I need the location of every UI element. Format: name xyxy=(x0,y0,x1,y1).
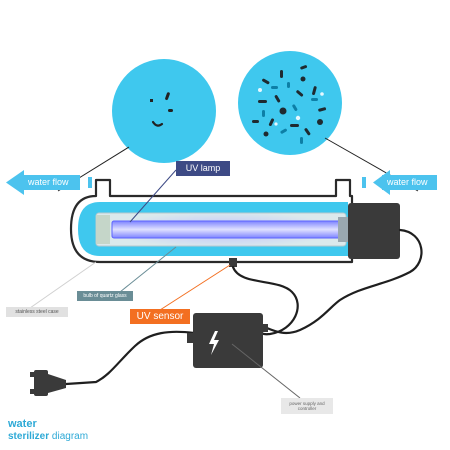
uv-lamp xyxy=(111,220,341,239)
power-plug-icon xyxy=(30,370,66,396)
label-pointers xyxy=(29,169,301,399)
uv-sensor-label: UV sensor xyxy=(130,309,190,324)
title-rest: diagram xyxy=(49,431,89,442)
uv-lamp-label: UV lamp xyxy=(176,161,230,176)
water-flow-left-label: water flow xyxy=(28,177,69,187)
arrow-right-icon xyxy=(362,170,437,195)
power-supply-unit xyxy=(187,313,268,368)
contaminated-water-circle xyxy=(238,51,342,155)
power-supply-label: power supply and controller xyxy=(281,398,333,414)
water-flow-right-label: water flow xyxy=(387,177,428,187)
title-line-1: water xyxy=(8,418,37,430)
sterilizer-tube xyxy=(69,178,354,267)
clean-water-circle xyxy=(112,59,216,163)
quartz-bulb-label: bulb of quartz glass xyxy=(77,291,133,301)
stainless-steel-case-label: stainless steel case xyxy=(6,307,68,317)
title-bold-word: sterilizer xyxy=(8,431,50,442)
uv-sensor-port xyxy=(229,258,237,267)
arrow-left-icon xyxy=(6,170,92,195)
title-line-2: sterilizer diagram xyxy=(8,432,88,442)
end-cap xyxy=(348,203,400,259)
lightning-bolt-icon xyxy=(209,331,219,355)
